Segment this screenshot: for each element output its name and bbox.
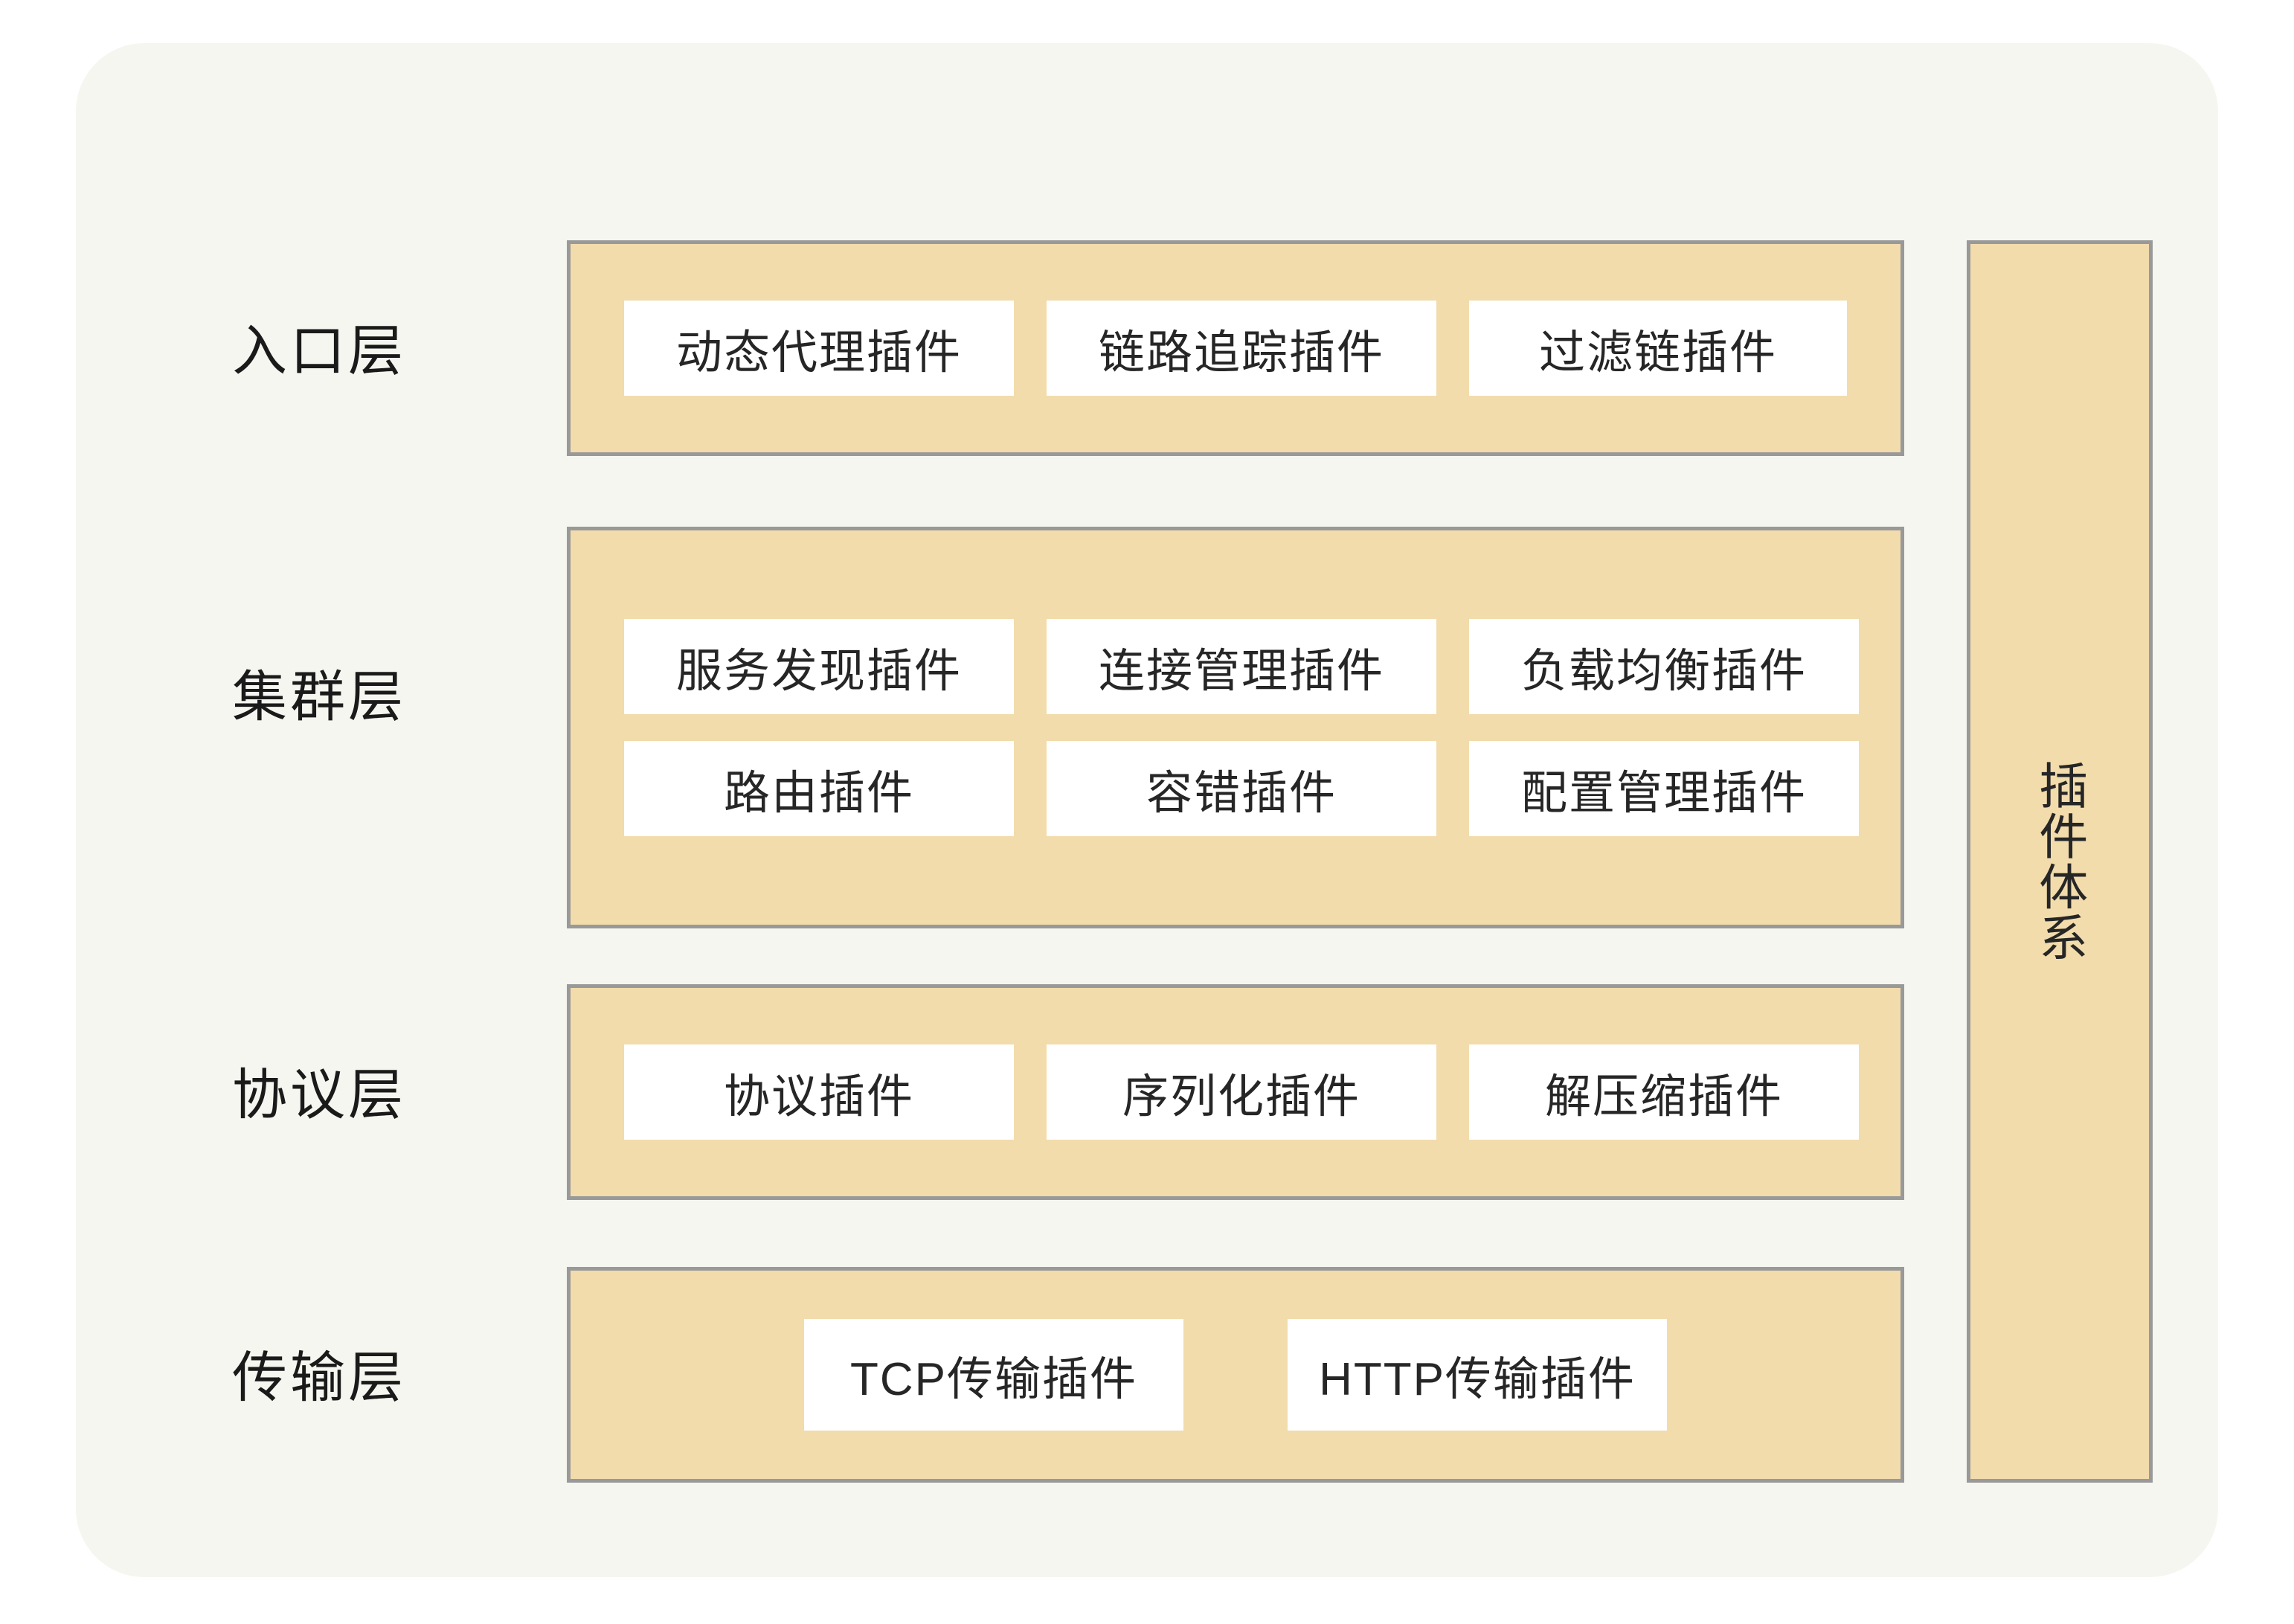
plugin-chip-http-transport[interactable]: HTTP传输插件 bbox=[1288, 1319, 1667, 1431]
plugin-chip-filter-chain[interactable]: 过滤链插件 bbox=[1469, 301, 1847, 396]
diagram-card: 入口层 集群层 协议层 传输层 动态代理插件 链路追踪插件 过滤链插件 服务发现… bbox=[76, 43, 2218, 1577]
plugin-chip-compression[interactable]: 解压缩插件 bbox=[1469, 1044, 1859, 1140]
layer-label-entry: 入口层 bbox=[232, 320, 406, 382]
plugin-chip-tcp-transport[interactable]: TCP传输插件 bbox=[804, 1319, 1183, 1431]
plugin-chip-config-management[interactable]: 配置管理插件 bbox=[1469, 741, 1859, 836]
plugin-chip-serialization[interactable]: 序列化插件 bbox=[1047, 1044, 1436, 1140]
plugin-chip-fault-tolerance[interactable]: 容错插件 bbox=[1047, 741, 1436, 836]
layer-band-cluster-row-2: 路由插件 容错插件 配置管理插件 bbox=[571, 741, 1901, 836]
layer-band-protocol: 协议插件 序列化插件 解压缩插件 bbox=[567, 984, 1904, 1200]
layer-label-protocol: 协议层 bbox=[232, 1064, 406, 1126]
plugin-system-side-panel-label: 插件体系 bbox=[2032, 760, 2088, 963]
plugin-chip-protocol[interactable]: 协议插件 bbox=[624, 1044, 1014, 1140]
plugin-chip-route[interactable]: 路由插件 bbox=[624, 741, 1014, 836]
layer-band-transport-row-1: TCP传输插件 HTTP传输插件 bbox=[571, 1319, 1901, 1431]
layer-band-entry-row-1: 动态代理插件 链路追踪插件 过滤链插件 bbox=[571, 301, 1901, 396]
plugin-system-side-panel: 插件体系 bbox=[1967, 240, 2153, 1483]
layer-band-protocol-row-1: 协议插件 序列化插件 解压缩插件 bbox=[571, 1044, 1901, 1140]
layer-band-cluster-row-1: 服务发现插件 连接管理插件 负载均衡插件 bbox=[571, 619, 1901, 714]
layer-label-cluster: 集群层 bbox=[232, 666, 406, 728]
plugin-chip-dynamic-proxy[interactable]: 动态代理插件 bbox=[624, 301, 1014, 396]
plugin-chip-trace[interactable]: 链路追踪插件 bbox=[1047, 301, 1436, 396]
layer-label-transport: 传输层 bbox=[232, 1347, 406, 1408]
layer-band-transport: TCP传输插件 HTTP传输插件 bbox=[567, 1267, 1904, 1483]
plugin-chip-load-balance[interactable]: 负载均衡插件 bbox=[1469, 619, 1859, 714]
layer-band-cluster: 服务发现插件 连接管理插件 负载均衡插件 路由插件 容错插件 配置管理插件 bbox=[567, 527, 1904, 928]
plugin-chip-connection-management[interactable]: 连接管理插件 bbox=[1047, 619, 1436, 714]
layer-band-entry: 动态代理插件 链路追踪插件 过滤链插件 bbox=[567, 240, 1904, 456]
plugin-chip-service-discovery[interactable]: 服务发现插件 bbox=[624, 619, 1014, 714]
